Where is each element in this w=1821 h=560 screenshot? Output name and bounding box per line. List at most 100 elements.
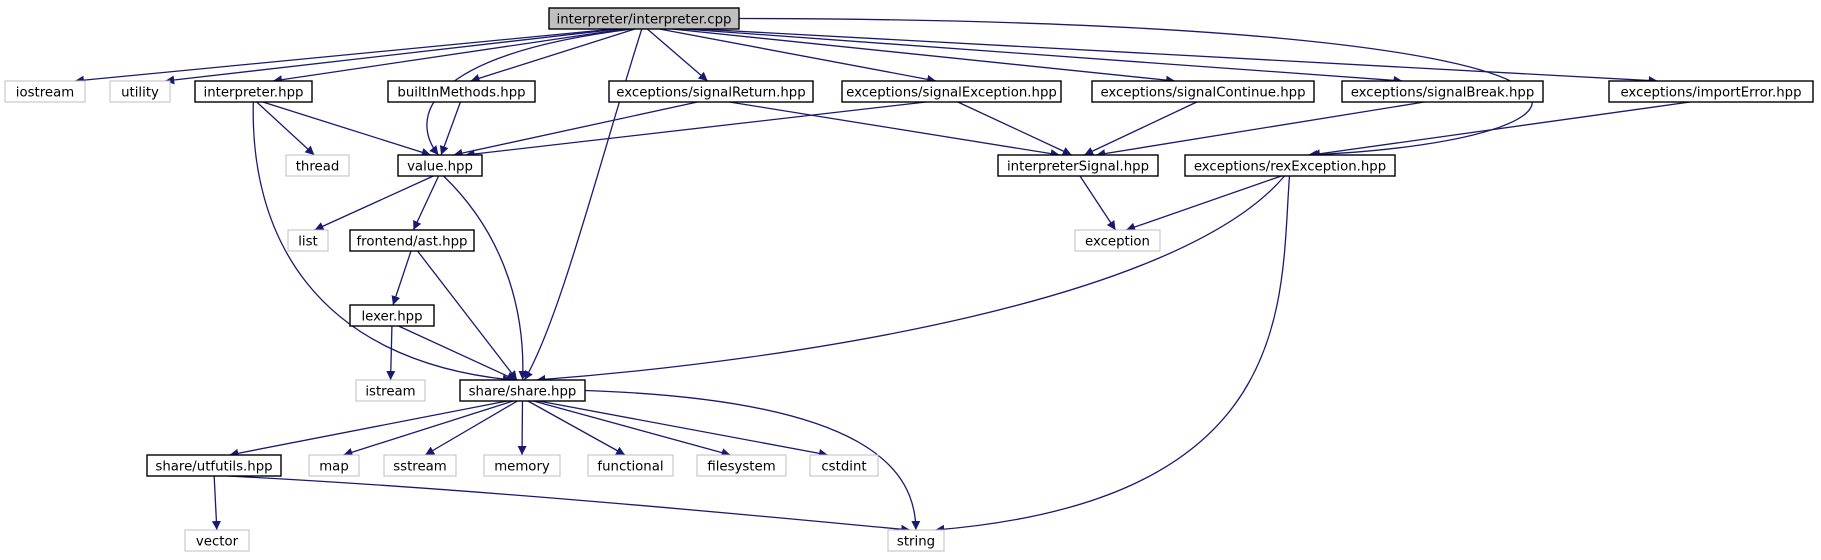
node-label: vector	[196, 535, 239, 550]
node-box	[548, 7, 740, 30]
node-label: map	[319, 460, 349, 475]
node-box	[349, 229, 475, 252]
nodes-layer: interpreter/interpreter.cpp iostream utili…	[4, 7, 1814, 552]
node-label: memory	[494, 460, 550, 475]
node-string: string	[887, 529, 945, 552]
node-share[interactable]: share/share.hpp	[459, 379, 586, 402]
edge-sigret-to-isig	[729, 101, 1060, 159]
node-sigcont[interactable]: exceptions/signalContinue.hpp	[1091, 80, 1315, 103]
node-box	[608, 80, 814, 103]
edge-root-to-builtin	[470, 28, 636, 83]
node-label: cstdint	[821, 460, 866, 475]
node-box	[308, 454, 360, 477]
edge-rexexc-to-exception	[1125, 175, 1282, 232]
node-label: sstream	[393, 460, 447, 475]
node-box	[285, 154, 350, 177]
node-label: builtInMethods.hpp	[397, 86, 525, 101]
node-box	[483, 454, 561, 477]
edge-imperr-to-rexexc	[1310, 101, 1691, 159]
edge-lexer-to-istream	[386, 325, 396, 381]
node-functional: functional	[587, 454, 674, 477]
node-label: istream	[365, 385, 415, 400]
edge-sigexc-to-value	[465, 101, 926, 159]
node-map: map	[308, 454, 360, 477]
node-label: exception	[1085, 235, 1150, 250]
node-label: filesystem	[707, 460, 775, 475]
edge-rexexc-to-share	[536, 175, 1285, 384]
node-label: interpreter.hpp	[204, 86, 304, 101]
node-box	[1341, 80, 1544, 103]
node-memory: memory	[483, 454, 561, 477]
edge-value-to-list	[314, 175, 434, 231]
node-utility: utility	[109, 80, 171, 103]
node-ast[interactable]: frontend/ast.hpp	[349, 229, 475, 252]
edge-utf-to-vector	[211, 475, 221, 531]
node-interp_hpp[interactable]: interpreter.hpp	[194, 80, 313, 103]
node-isig[interactable]: interpreterSignal.hpp	[997, 154, 1159, 177]
node-box	[1608, 80, 1814, 103]
node-box	[809, 454, 879, 477]
edge-share-to-filesystem	[533, 400, 731, 457]
edge-root-to-utility	[165, 28, 619, 85]
node-label: exceptions/importError.hpp	[1620, 86, 1801, 101]
edge-root-to-interp_hpp	[272, 28, 625, 85]
node-value[interactable]: value.hpp	[397, 154, 483, 177]
node-iostream: iostream	[4, 80, 86, 103]
edge-share-to-utf	[229, 400, 508, 458]
node-box	[459, 379, 586, 402]
edge-share-to-string	[584, 389, 921, 531]
node-utf[interactable]: share/utfutils.hpp	[146, 454, 282, 477]
edge-share-to-functional	[527, 400, 626, 456]
node-label: functional	[597, 460, 663, 475]
node-rexexc[interactable]: exceptions/rexException.hpp	[1184, 154, 1396, 177]
edge-ast-to-lexer	[391, 250, 412, 306]
node-box	[997, 154, 1159, 177]
edge-interp_hpp-to-thread	[256, 101, 315, 156]
node-filesystem: filesystem	[696, 454, 787, 477]
node-istream: istream	[355, 379, 426, 402]
node-root[interactable]: interpreter/interpreter.cpp	[548, 7, 740, 30]
node-box	[383, 454, 457, 477]
node-box	[184, 529, 250, 552]
node-label: exceptions/signalReturn.hpp	[616, 86, 805, 101]
node-box	[1074, 229, 1161, 252]
node-sstream: sstream	[383, 454, 457, 477]
node-sigbreak[interactable]: exceptions/signalBreak.hpp	[1341, 80, 1544, 103]
edge-ast-to-share	[417, 250, 518, 381]
node-sigexc[interactable]: exceptions/signalException.hpp	[841, 80, 1062, 103]
edge-value-to-ast	[412, 175, 440, 231]
node-exception: exception	[1074, 229, 1161, 252]
node-label: exceptions/rexException.hpp	[1194, 160, 1386, 175]
edge-isig-to-exception	[1079, 175, 1117, 231]
node-box	[146, 454, 282, 477]
node-box	[1184, 154, 1396, 177]
node-lexer[interactable]: lexer.hpp	[349, 304, 435, 327]
node-box	[841, 80, 1062, 103]
node-label: string	[897, 535, 935, 550]
edge-sigexc-to-isig	[957, 101, 1072, 156]
edge-sigcont-to-isig	[1083, 101, 1198, 156]
node-vector: vector	[184, 529, 250, 552]
node-label: interpreterSignal.hpp	[1007, 160, 1149, 175]
node-box	[355, 379, 426, 402]
node-label: iostream	[16, 86, 74, 101]
node-box	[887, 529, 945, 552]
node-label: share/utfutils.hpp	[155, 460, 272, 475]
edge-root-to-iostream	[74, 28, 615, 85]
edge-root-to-sigcont	[671, 28, 1176, 85]
node-label: frontend/ast.hpp	[357, 235, 468, 250]
node-builtin[interactable]: builtInMethods.hpp	[387, 80, 536, 103]
node-label: value.hpp	[407, 160, 473, 175]
node-box	[1091, 80, 1315, 103]
edge-value-to-share	[443, 175, 528, 381]
node-sigret[interactable]: exceptions/signalReturn.hpp	[608, 80, 814, 103]
node-label: exceptions/signalContinue.hpp	[1100, 86, 1305, 101]
edge-share-to-sstream	[424, 400, 518, 456]
node-imperr[interactable]: exceptions/importError.hpp	[1608, 80, 1814, 103]
edge-utf-to-string	[228, 475, 911, 534]
edge-rexexc-to-string	[935, 175, 1291, 534]
node-box	[287, 229, 329, 252]
edge-root-to-sigret	[646, 28, 709, 82]
